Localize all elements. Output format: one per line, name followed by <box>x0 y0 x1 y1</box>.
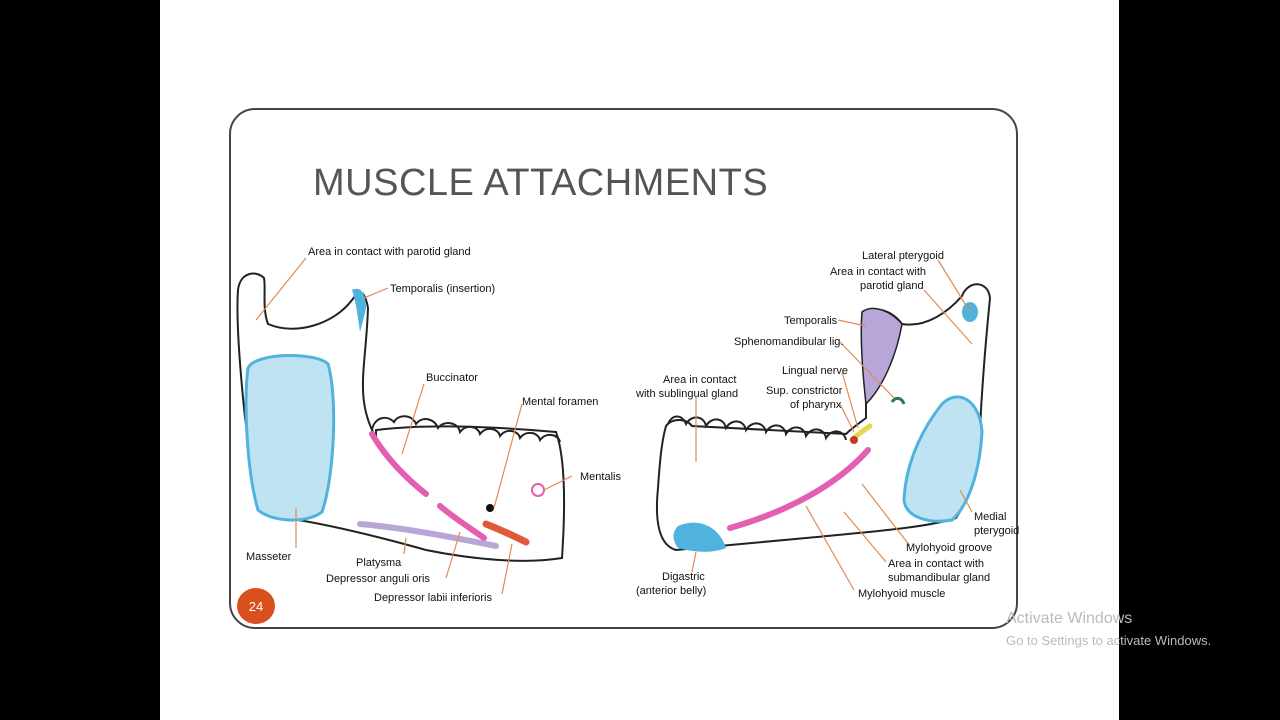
label-mylohyoid-groove: Mylohyoid groove <box>906 542 992 554</box>
label-digastric-2: (anterior belly) <box>636 585 706 597</box>
activate-windows-title: Activate Windows <box>1006 610 1133 627</box>
label-parotid-right-2: parotid gland <box>860 280 924 292</box>
label-sphenomandibular: Sphenomandibular lig. <box>734 336 843 348</box>
label-mentalis: Mentalis <box>580 471 621 483</box>
label-buccinator: Buccinator <box>426 372 478 384</box>
label-digastric-1: Digastric <box>662 571 705 583</box>
label-parotid-right-1: Area in contact with <box>830 266 926 278</box>
activate-windows-subtitle: Go to Settings to activate Windows. <box>1006 633 1212 648</box>
digastric-area <box>673 522 726 552</box>
right-leader-lines <box>691 259 973 591</box>
label-medial-pterygoid-2: pterygoid <box>974 525 1019 537</box>
label-submandibular-1: Area in contact with <box>888 558 984 570</box>
page-number-badge: 24 <box>237 588 275 624</box>
label-temporalis-insertion: Temporalis (insertion) <box>390 283 495 295</box>
label-sup-constrictor-1: Sup. constrictor <box>766 385 843 397</box>
lingual-nerve-mark <box>850 436 858 444</box>
left-mandible <box>236 272 565 562</box>
label-sublingual-2: with sublingual gland <box>635 388 738 400</box>
slide-title: MUSCLE ATTACHMENTS <box>313 162 769 204</box>
medial-pterygoid-area <box>902 395 984 523</box>
mentalis-circle <box>531 483 545 497</box>
mental-foramen-dot <box>486 504 494 512</box>
mylohyoid-line <box>727 447 871 531</box>
label-masseter: Masseter <box>246 551 292 563</box>
label-platysma: Platysma <box>356 557 402 569</box>
label-depressor-anguli: Depressor anguli oris <box>326 573 430 585</box>
label-lateral-pterygoid: Lateral pterygoid <box>862 250 944 262</box>
platysma-band <box>357 521 499 549</box>
label-lingual-nerve: Lingual nerve <box>782 365 848 377</box>
depressor-anguli-band <box>482 520 530 546</box>
temporalis-insertion-left <box>352 288 366 332</box>
buccinator-band <box>369 431 429 497</box>
right-teeth <box>667 415 847 441</box>
sphenomandibular-mark <box>890 396 906 405</box>
label-sublingual-1: Area in contact <box>663 374 736 386</box>
label-mylohyoid-muscle: Mylohyoid muscle <box>858 588 945 600</box>
mandible-diagram: Area in contact with parotid gland Tempo… <box>236 246 1019 604</box>
left-leader-lines <box>255 257 573 595</box>
label-depressor-labii: Depressor labii inferioris <box>374 592 492 604</box>
label-mental-foramen: Mental foramen <box>522 396 598 408</box>
temporalis-area-right <box>860 307 903 406</box>
label-sup-constrictor-2: of pharynx <box>790 399 842 411</box>
label-parotid-left: Area in contact with parotid gland <box>308 246 471 258</box>
right-mandible <box>656 283 992 552</box>
masseter-area <box>244 354 336 522</box>
label-medial-pterygoid-1: Medial <box>974 511 1006 523</box>
label-temporalis-right: Temporalis <box>784 315 838 327</box>
left-teeth <box>371 415 561 443</box>
label-submandibular-2: submandibular gland <box>888 572 990 584</box>
depressor-labii-band <box>437 503 487 541</box>
